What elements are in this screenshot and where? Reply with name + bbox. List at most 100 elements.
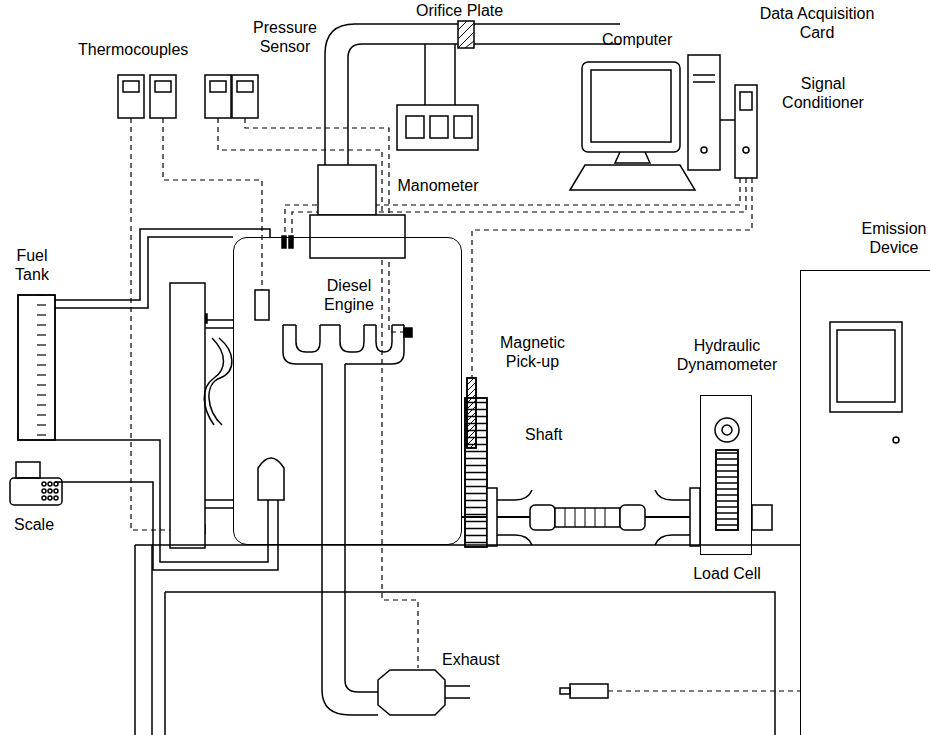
thermocouple-display (123, 81, 139, 92)
fuel-line (55, 229, 270, 300)
computer-symbol (582, 62, 680, 152)
scale-symbol (10, 462, 62, 505)
cooling-fan (204, 338, 223, 425)
part-label: Magnetic Pick-up (490, 333, 575, 371)
shaft-coupling (655, 490, 690, 545)
emission-device-box: Emission Device (800, 270, 930, 735)
exhaust-manifold (283, 324, 404, 326)
muffler (560, 688, 570, 694)
load-cell-symbol (722, 425, 732, 435)
fuel-tank-symbol (18, 295, 55, 440)
fuel-line (55, 440, 268, 562)
sensor-wire (608, 690, 800, 691)
test-bench (165, 592, 775, 735)
thermocouple-display (237, 81, 253, 92)
temperature-probe (404, 328, 412, 337)
thermocouple-display (232, 75, 258, 118)
engine-body: Diesel Engine (233, 237, 462, 545)
fuel-line (55, 482, 278, 570)
signal-conditioner-symbol (735, 85, 757, 178)
intake-pipe (348, 44, 620, 165)
cooling-fan (204, 338, 232, 425)
scale-symbol (48, 496, 52, 500)
load-cell-symbol (716, 450, 738, 530)
temperature-probe (198, 290, 412, 534)
shaft-coupling (487, 488, 497, 546)
scale-symbol (54, 496, 58, 500)
orifice-plate (458, 21, 474, 48)
manometer-symbol (397, 105, 478, 150)
scale-symbol (42, 496, 46, 500)
scale-symbol (48, 482, 52, 486)
exhaust-manifold (296, 325, 320, 352)
manometer-symbol (406, 116, 424, 138)
shaft-coupling (555, 508, 620, 527)
emission-analyzer-screen (830, 322, 902, 443)
thermocouple-display (150, 75, 176, 118)
part-label: Exhaust (442, 650, 500, 669)
sensor-wire (163, 118, 262, 290)
part-label: Manometer (396, 176, 480, 195)
magnetic-pickup-symbol (467, 378, 476, 448)
sensor-wire (218, 118, 418, 668)
emission-analyzer-screen (893, 437, 899, 443)
scale-symbol (42, 482, 46, 486)
dynamometer-box: Hydraulic DynamometerLoad Cell (700, 395, 752, 555)
manometer-symbol (397, 105, 478, 150)
part-label: Fuel Tank (6, 246, 58, 284)
computer-symbol (720, 119, 735, 121)
scale-symbol (42, 489, 46, 493)
node-title: Diesel Engine (309, 276, 389, 314)
computer-symbol (693, 75, 715, 82)
shaft-coupling (690, 488, 700, 546)
load-cell-symbol (715, 418, 772, 530)
exhaust-manifold (283, 325, 404, 715)
fuel-line (55, 237, 233, 308)
computer-symbol (701, 147, 707, 153)
sensor-wire (131, 118, 800, 691)
thermocouple-display (118, 75, 258, 118)
test-bench (135, 545, 800, 735)
intake-box (318, 165, 376, 215)
exhaust-manifold (283, 325, 378, 715)
signal-conditioner-symbol (743, 147, 749, 153)
illustration-part (10, 21, 902, 735)
part-label: Thermocouples (78, 40, 188, 59)
shaft-coupling (530, 505, 555, 530)
shaft-coupling (565, 508, 605, 527)
node-subtitle: Load Cell (687, 564, 767, 583)
load-cell-symbol (752, 505, 772, 530)
scale-symbol (48, 489, 52, 493)
radiator (170, 283, 233, 548)
muffler (378, 670, 608, 715)
shaft-coupling (497, 490, 532, 545)
fuel-tank-symbol (18, 295, 55, 440)
radiator (170, 283, 205, 548)
computer-symbol (615, 152, 650, 163)
thermocouple-display (210, 81, 226, 92)
radiator (205, 320, 233, 508)
manometer-symbol (430, 116, 448, 138)
computer-symbol (570, 165, 695, 190)
emission-analyzer-screen (837, 330, 895, 402)
part-label: Signal Conditioner (768, 74, 878, 112)
thermocouple-display (155, 81, 171, 92)
orifice-plate (458, 21, 474, 48)
intake-pipe (425, 44, 455, 105)
oil-filter (258, 458, 284, 500)
computer-symbol (591, 70, 671, 142)
exhaust-manifold (345, 364, 378, 692)
part-label: Orifice Plate (416, 1, 503, 20)
exhaust-manifold (376, 325, 392, 352)
temperature-probe (255, 290, 269, 320)
test-bench (135, 545, 800, 735)
node-title: Emission Device (859, 219, 929, 257)
orifice-plate (458, 21, 474, 48)
part-label: Data Acquisition Card (752, 4, 882, 42)
signal-conditioner-symbol (735, 85, 757, 178)
computer-symbol (688, 55, 720, 170)
emission-analyzer-screen (830, 322, 902, 412)
scale-symbol (54, 489, 58, 493)
exhaust-manifold (340, 325, 364, 352)
